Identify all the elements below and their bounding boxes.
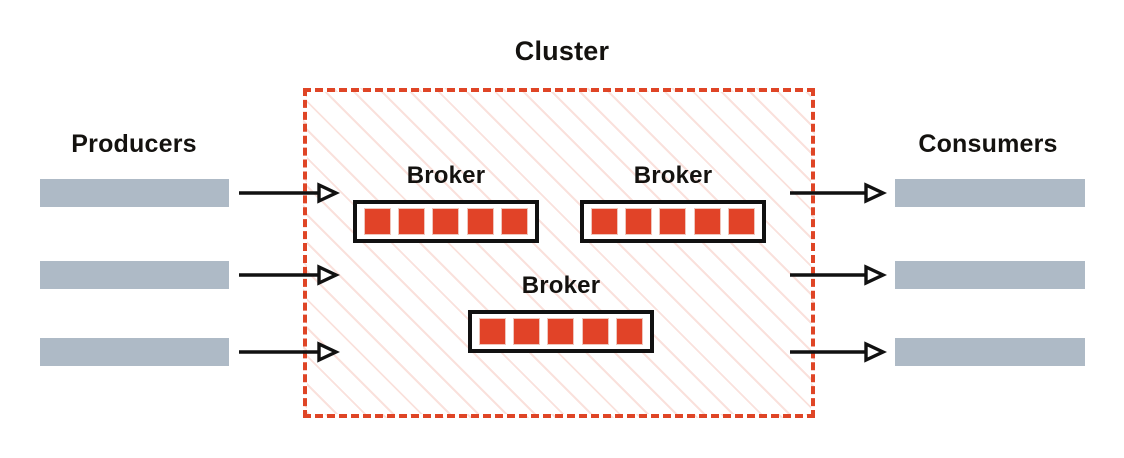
partition-block: [615, 318, 643, 345]
producer-bar-1: [40, 179, 229, 207]
producer-bar-2: [40, 261, 229, 289]
partition-block: [659, 208, 687, 235]
broker-label-3: Broker: [521, 272, 601, 299]
producer-arrow-2: [239, 264, 340, 286]
partition-block: [727, 208, 755, 235]
partition-block: [693, 208, 721, 235]
producer-bar-3: [40, 338, 229, 366]
consumer-arrow-3: [790, 341, 887, 363]
partition-block: [513, 318, 541, 345]
broker-label-1: Broker: [406, 162, 486, 189]
producers-label: Producers: [71, 130, 197, 158]
consumer-bar-1: [895, 179, 1085, 207]
partition-block: [500, 208, 528, 235]
consumer-arrow-2: [790, 264, 887, 286]
partition-block: [581, 318, 609, 345]
partition-block: [479, 318, 507, 345]
partition-block: [547, 318, 575, 345]
partition-block: [364, 208, 392, 235]
producer-arrow-1: [239, 182, 340, 204]
partition-block: [591, 208, 619, 235]
broker-partition-list-2: [580, 200, 766, 243]
consumer-bar-3: [895, 338, 1085, 366]
consumers-label: Consumers: [918, 130, 1058, 158]
cluster-boundary: [303, 88, 815, 418]
broker-partition-list-3: [468, 310, 654, 353]
consumer-bar-2: [895, 261, 1085, 289]
partition-block: [625, 208, 653, 235]
partition-block: [398, 208, 426, 235]
consumer-arrow-1: [790, 182, 887, 204]
broker-partition-list-1: [353, 200, 539, 243]
partition-block: [432, 208, 460, 235]
producer-arrow-3: [239, 341, 340, 363]
cluster-title: Cluster: [514, 36, 610, 66]
broker-label-2: Broker: [633, 162, 713, 189]
partition-block: [466, 208, 494, 235]
